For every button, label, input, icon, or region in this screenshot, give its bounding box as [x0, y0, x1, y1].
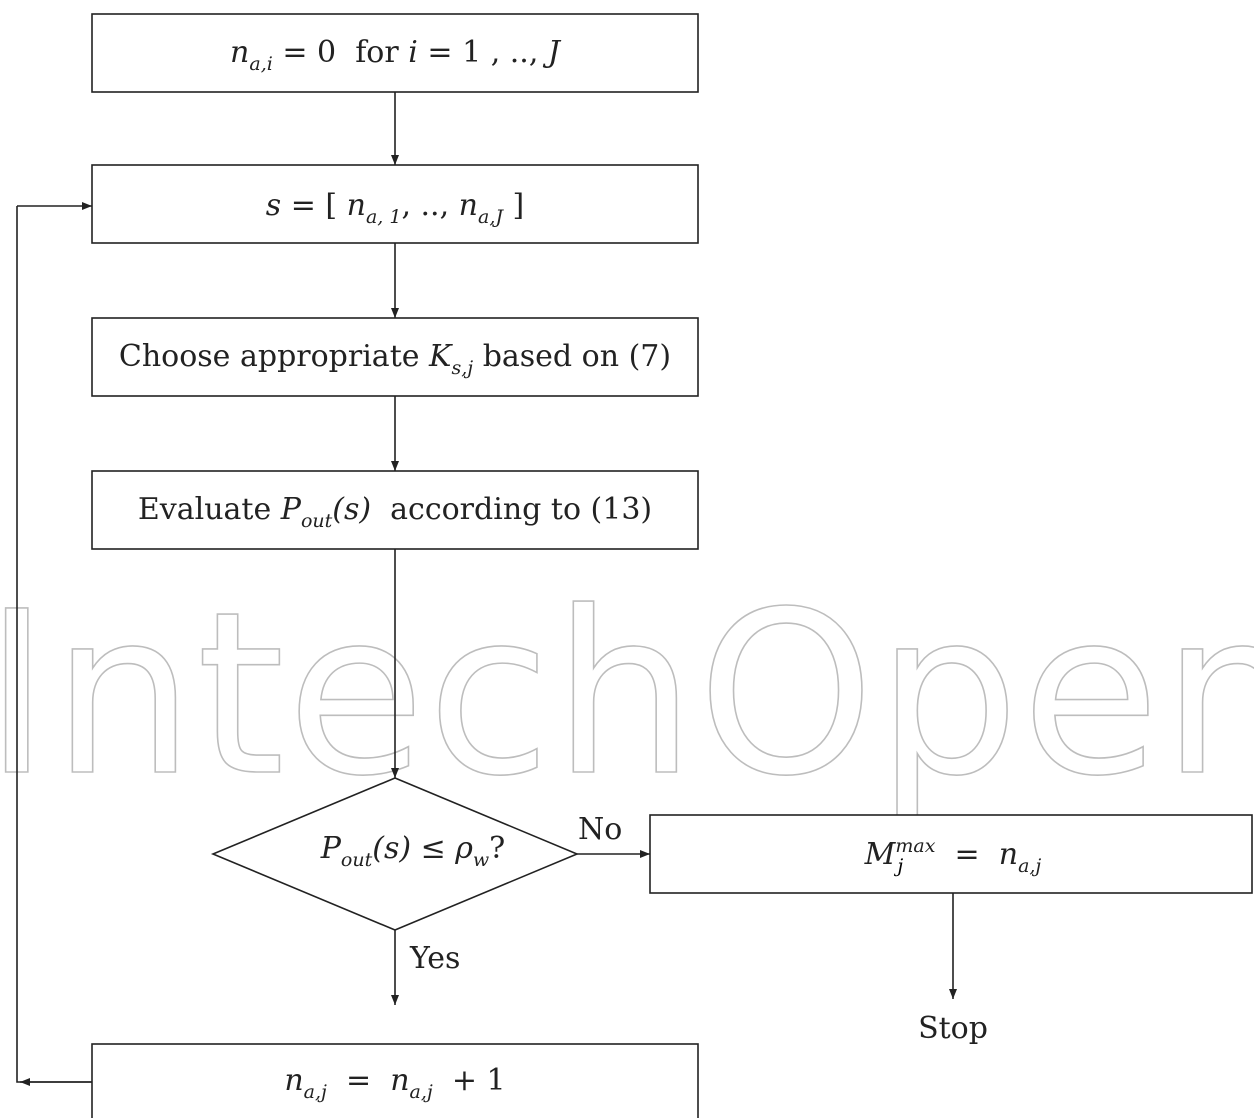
- init-text: na,i = 0 for i = 1 , .., J: [230, 35, 562, 75]
- evaluate-text: Evaluate Pout(s) according to (13): [138, 492, 652, 532]
- increment-text: na,j = na,j + 1: [284, 1063, 505, 1103]
- stop-label: Stop: [918, 1011, 988, 1046]
- increment-box: [91, 1043, 699, 1118]
- decision-text: Pout(s) ≤ ρw?: [320, 831, 506, 871]
- result-box: [649, 814, 1253, 894]
- edge-label-yes: Yes: [409, 941, 460, 976]
- choose-text: Choose appropriate Ks,j based on (7): [119, 339, 671, 379]
- state-text: s = [ na, 1, .., na,J ]: [266, 188, 524, 228]
- result-var-subscript: j: [893, 855, 903, 877]
- state-box: [91, 164, 699, 244]
- decision-diamond: [210, 777, 580, 931]
- watermark-logo: IntechOpen: [0, 564, 1254, 826]
- result-text: Mmax = na,j: [864, 835, 1042, 877]
- edge-label-no: No: [578, 812, 622, 847]
- evaluate-box: [91, 470, 699, 550]
- choose-box: [91, 317, 699, 397]
- init-box: [91, 13, 699, 93]
